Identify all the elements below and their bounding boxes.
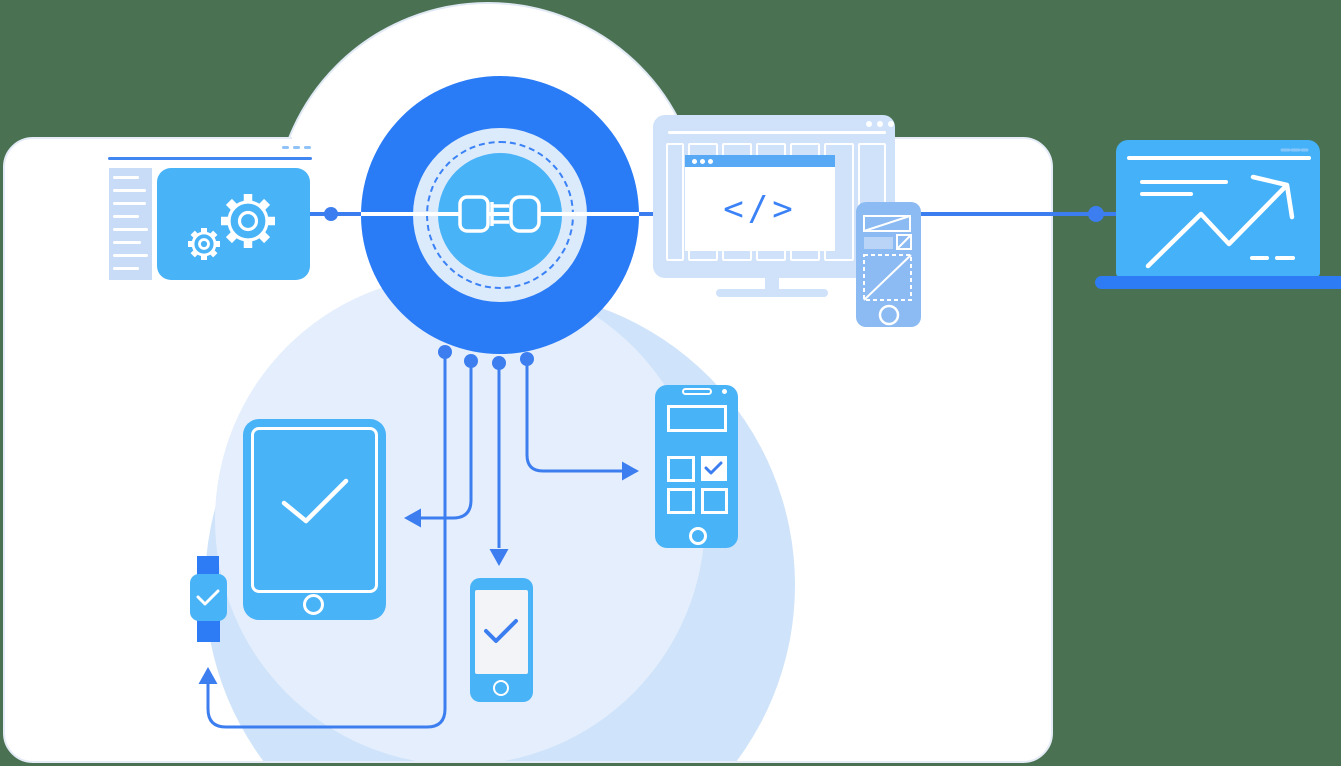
app-grid-tile (701, 488, 728, 514)
code-window (685, 155, 835, 251)
window-dash-icon (304, 146, 311, 149)
code-icon: </> (723, 189, 797, 229)
checkmark-icon (484, 619, 518, 643)
monitor-stand-base (716, 289, 828, 297)
monitor-dot-icon (866, 121, 872, 127)
app-home-button (689, 527, 707, 545)
gear-icon (221, 194, 275, 248)
checkmark-icon (281, 478, 349, 524)
monitor-header-line (668, 131, 886, 134)
hub-through-line (361, 212, 639, 216)
smartphone-screen (475, 590, 528, 674)
monitor-stand-neck (765, 278, 779, 291)
growth-chart-icon (1127, 148, 1311, 269)
titlebar-dot-icon (692, 159, 697, 164)
window-dash-icon (293, 146, 300, 149)
arrow-up-icon (198, 667, 218, 684)
smartwatch (190, 574, 227, 621)
checkmark-icon (196, 589, 220, 606)
arrow-left-icon (404, 508, 421, 528)
admin-sidebar (109, 168, 152, 280)
window-dash-icon (282, 146, 289, 149)
app-grid-tile (667, 488, 695, 514)
arrow-right-icon (622, 461, 639, 481)
watch-strap-bottom (197, 620, 220, 642)
app-grid-tile (667, 456, 695, 482)
checkmark-icon (704, 461, 723, 475)
titlebar-dot-icon (700, 159, 705, 164)
watch-strap-top (197, 556, 219, 576)
monitor-dot-icon (877, 121, 883, 127)
phone-camera-icon (722, 389, 727, 394)
plug-icon (458, 195, 541, 233)
window-title-bar (108, 157, 312, 160)
connector-node-dot-right (1088, 206, 1104, 222)
app-banner-tile (667, 405, 727, 432)
titlebar-dot-icon (708, 159, 713, 164)
connector-node-dot-left (324, 207, 338, 221)
analytics-laptop-base (1095, 276, 1341, 289)
phone-speaker-icon (682, 388, 712, 395)
code-window-titlebar (685, 155, 835, 167)
analytics-laptop-screen (1116, 140, 1320, 277)
gear-small-icon (188, 228, 220, 260)
branch-connectors (198, 345, 639, 729)
admin-settings-panel (157, 168, 310, 280)
smartphone-home-button (493, 680, 509, 696)
monitor-dot-icon (888, 121, 894, 127)
tablet-screen-outline (251, 427, 378, 593)
tablet (243, 419, 386, 620)
arrow-down-icon (489, 549, 509, 566)
wireframe-icon (863, 215, 912, 326)
tablet-home-button (303, 594, 324, 615)
